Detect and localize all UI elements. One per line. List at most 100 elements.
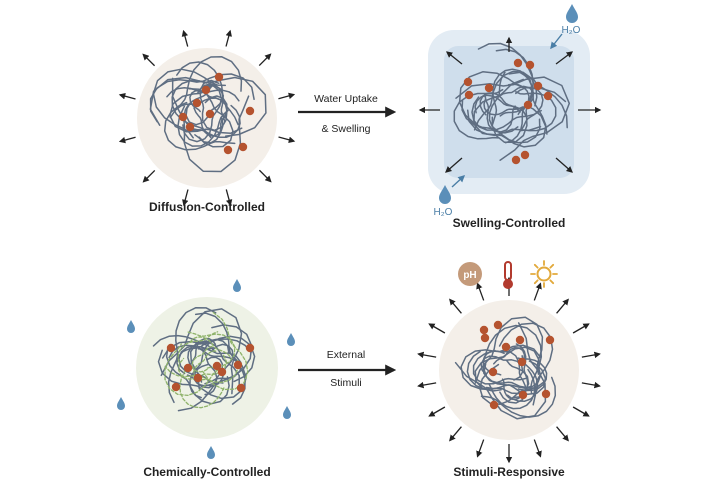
water-drop-icon — [117, 397, 125, 410]
outward-arrow-icon — [445, 51, 463, 65]
water-drop-icon — [127, 320, 135, 333]
drug-particle — [171, 382, 181, 392]
polymer-fiber — [480, 376, 557, 418]
outward-arrow-icon — [449, 426, 462, 442]
drug-particle — [493, 320, 503, 330]
chemical-label: Chemically-Controlled — [143, 465, 270, 479]
outward-arrow-icon — [572, 323, 590, 334]
stimuli-label: Stimuli-Responsive — [453, 465, 565, 479]
polymer-fiber — [189, 340, 240, 390]
drug-particle — [543, 91, 553, 101]
outward-arrow-icon — [581, 381, 601, 389]
polymer-fiber — [498, 322, 554, 406]
drug-particle — [183, 363, 193, 373]
polymer-fiber — [194, 312, 246, 405]
dashed-fiber — [191, 345, 214, 373]
drug-particle — [192, 98, 202, 108]
outward-arrow-icon — [225, 29, 232, 47]
h2o-in-label: H₂O — [562, 25, 581, 36]
polymer-fiber — [493, 346, 526, 366]
outward-arrow-icon — [225, 189, 233, 207]
polymer-fiber — [472, 349, 529, 385]
outward-arrow-icon — [417, 381, 437, 389]
sun-ray — [533, 263, 539, 269]
drug-particle — [513, 58, 523, 68]
polymer-fiber — [483, 99, 524, 116]
chemical-panel: Chemically-Controlled — [117, 279, 295, 479]
outward-arrow-icon — [556, 426, 569, 442]
outward-arrow-icon — [258, 169, 272, 183]
outward-arrow-icon — [181, 29, 189, 47]
drug-particle — [484, 83, 494, 93]
outward-arrow-icon — [476, 439, 485, 458]
diffusion-label: Diffusion-Controlled — [149, 200, 265, 214]
stimuli-sphere — [439, 300, 579, 440]
outward-arrow-icon — [142, 53, 156, 67]
outward-arrow-icon — [533, 439, 542, 458]
diffusion-outward-arrows — [118, 29, 296, 207]
polymer-fiber — [504, 73, 533, 144]
outward-arrow-icon — [278, 92, 296, 100]
polymer-fiber — [474, 94, 528, 119]
water-drop-icon — [287, 333, 295, 346]
polymer-fiber — [461, 99, 541, 144]
diffusion-panel: Diffusion-Controlled — [118, 29, 296, 214]
dashed-fiber — [202, 311, 249, 391]
polymer-fiber — [460, 344, 542, 391]
stimuli-label: Stimuli — [330, 377, 362, 389]
drug-particle — [480, 333, 490, 343]
polymer-fiber — [177, 105, 229, 147]
polymer-fiber — [484, 93, 516, 134]
diffusion-particles — [178, 72, 255, 155]
drug-particle — [501, 342, 511, 352]
outward-arrow-icon — [581, 351, 601, 359]
polymer-fiber — [163, 101, 236, 151]
outward-arrow-icon — [428, 406, 446, 417]
drug-particle — [214, 72, 224, 82]
drug-particle — [545, 335, 555, 345]
chemical-water-drops — [117, 279, 295, 459]
water-drop-icon — [233, 279, 241, 292]
outward-arrow-icon — [476, 282, 485, 301]
polymer-fiber — [161, 335, 256, 383]
chemical-particles — [166, 343, 255, 393]
stimuli-fiber-network — [454, 316, 557, 420]
diffusion-fiber-network — [149, 56, 267, 173]
swelling-label: & Swelling — [321, 123, 370, 135]
chemical-dashed-network — [164, 311, 249, 409]
thermometer-icon — [503, 261, 513, 289]
polymer-fiber — [165, 346, 230, 405]
stimuli-panel: pH Stimuli-Responsive — [417, 260, 601, 479]
polymer-fiber — [517, 357, 548, 392]
drug-particle — [217, 367, 227, 377]
polymer-fiber — [480, 355, 524, 381]
polymer-fiber — [188, 88, 234, 148]
outward-arrow-icon — [555, 157, 573, 173]
swelling-particles — [463, 58, 553, 165]
polymer-fiber — [455, 76, 571, 161]
water-uptake-arrow: Water Uptake & Swelling — [298, 93, 397, 135]
swelling-label: Swelling-Controlled — [453, 216, 566, 230]
outward-arrow-icon — [555, 51, 574, 65]
polymer-fiber — [477, 42, 568, 129]
water-drop-icon — [439, 185, 451, 204]
drug-particle — [193, 373, 203, 383]
drug-particle — [185, 122, 195, 132]
sun-icon — [530, 260, 558, 288]
sun-ray — [549, 263, 555, 269]
outward-arrow-icon — [428, 323, 446, 334]
external-stimuli-arrow: External Stimuli — [298, 349, 397, 389]
drug-particle — [489, 400, 499, 410]
polymer-fiber — [471, 96, 542, 131]
polymer-fiber — [198, 95, 228, 144]
drug-particle — [178, 112, 188, 122]
drug-particle — [463, 77, 473, 87]
water-drop-icon — [566, 4, 578, 23]
polymer-fiber — [515, 86, 544, 131]
outward-arrow-icon — [118, 136, 136, 144]
polymer-fiber — [193, 107, 224, 137]
polymer-fiber — [453, 88, 504, 140]
outward-arrow-icon — [278, 136, 296, 143]
outward-arrow-icon — [572, 406, 590, 417]
polymer-fiber — [168, 344, 242, 367]
